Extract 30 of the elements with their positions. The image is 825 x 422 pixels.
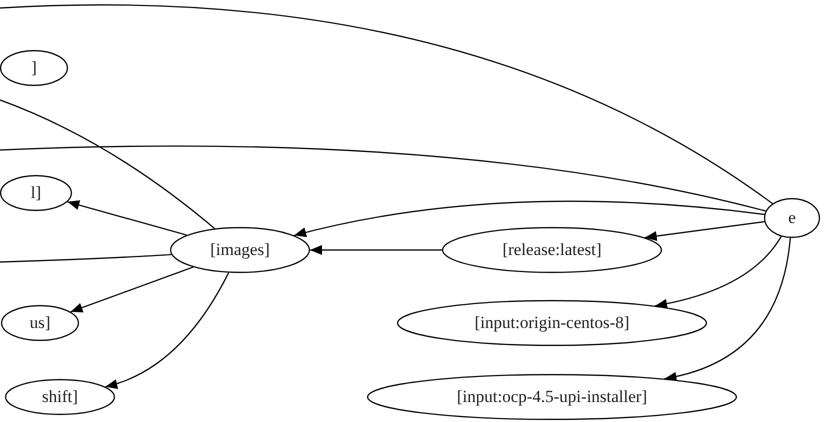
ellipse-node [170, 227, 310, 273]
node-label: e [788, 208, 796, 228]
node-label: [release:latest] [502, 240, 602, 260]
connector-line [0, 254, 172, 263]
node-label: [input:origin-centos-8] [474, 313, 630, 333]
arrow [644, 221, 765, 241]
arrow [294, 200, 765, 238]
arrow [67, 200, 187, 236]
ellipse-node [397, 300, 707, 346]
arrow [105, 272, 230, 388]
ellipse-node [1, 305, 79, 341]
ellipse-node [764, 198, 820, 238]
connector-line [0, 146, 766, 212]
arrow [664, 238, 791, 382]
ellipse-node [0, 175, 72, 211]
connector-line [0, 4, 773, 204]
ellipse-node [5, 379, 115, 415]
ellipse-node [442, 227, 662, 273]
ellipse-node [367, 374, 737, 420]
ellipse-node [0, 50, 68, 86]
node-label: us] [30, 313, 50, 333]
arrow [654, 236, 782, 309]
node-label: [input:ocp-4.5-upi-installer] [456, 387, 648, 407]
node-label: ] [31, 58, 37, 78]
node-label: shift] [42, 387, 78, 407]
arrow [70, 266, 194, 312]
node-label: [images] [210, 240, 270, 260]
node-label: l] [30, 183, 42, 203]
arrow [310, 245, 442, 255]
connector-line [0, 99, 216, 230]
